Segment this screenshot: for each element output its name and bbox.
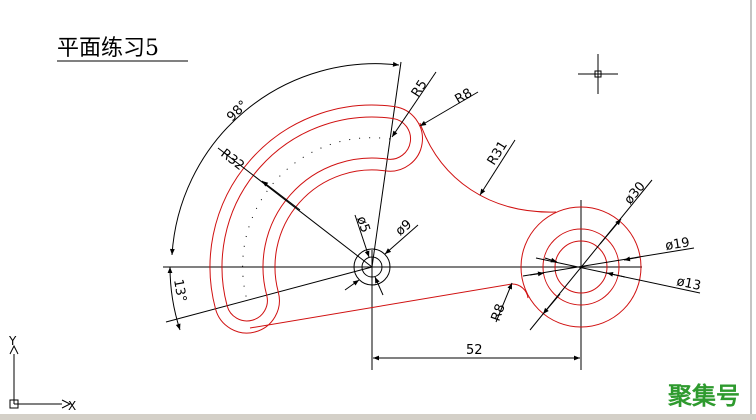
extension-line-98 xyxy=(371,61,402,268)
d13-arrow-2 xyxy=(606,271,626,278)
d30-label: ø30 xyxy=(622,179,649,207)
part-outline xyxy=(209,104,642,334)
r8-bottom-leader xyxy=(495,282,513,323)
d19-arrow xyxy=(623,256,641,262)
d5-leader xyxy=(354,214,370,258)
d5-leader-2 xyxy=(374,276,384,296)
ucs-y-label: Y xyxy=(8,334,17,348)
r8-bottom-label: R8 xyxy=(489,302,509,323)
hole-d5 xyxy=(361,256,383,278)
crosshair-cursor-icon xyxy=(578,54,618,94)
dim-52-label: 52 xyxy=(466,343,483,358)
frame-bottom-strip xyxy=(0,414,756,420)
ucs-x-label: X xyxy=(68,399,76,413)
ucs-icon: X Y xyxy=(8,334,76,413)
d19-leader xyxy=(522,247,695,277)
d9-label: ø9 xyxy=(393,217,415,239)
r8-top-leader xyxy=(419,91,479,127)
d30-arrow xyxy=(599,218,622,245)
r31-leader xyxy=(479,139,516,196)
d9-leader-2 xyxy=(344,279,360,291)
r8-top-label: R8 xyxy=(453,86,475,108)
extension-line-13 xyxy=(165,266,373,323)
d19-arrow-2 xyxy=(529,271,545,277)
d19-label: ø19 xyxy=(664,235,691,254)
d5-label: ø5 xyxy=(353,215,372,235)
d30-arrow-2 xyxy=(542,293,561,315)
angle-13-arc xyxy=(167,266,181,331)
r5-leader xyxy=(391,71,437,138)
d13-arrow xyxy=(544,257,558,263)
watermark-logo: 聚集号 xyxy=(667,382,740,410)
angle-13-label: 13° xyxy=(170,278,189,303)
d9-leader xyxy=(384,224,419,255)
angle-98-label: 98° xyxy=(224,98,251,125)
d13-label: ø13 xyxy=(675,274,702,294)
r32-arrow xyxy=(261,180,301,211)
drawing-title: 平面练习5 xyxy=(57,36,159,61)
r5-label: R5 xyxy=(409,77,431,100)
angle-98-arc xyxy=(169,61,400,256)
r32-leader xyxy=(217,147,373,268)
